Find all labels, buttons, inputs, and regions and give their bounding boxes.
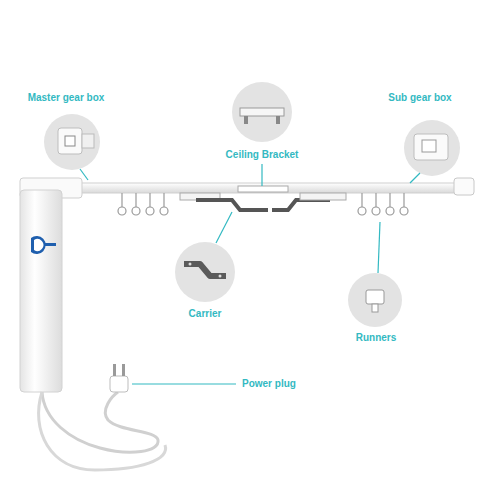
part-label: Sub gear box — [386, 92, 453, 104]
callout-circle — [404, 120, 460, 176]
leader-line — [132, 383, 236, 384]
leader-line — [80, 169, 88, 180]
plug-body — [110, 376, 128, 392]
callout-circle — [44, 114, 100, 170]
leader-line — [410, 173, 420, 183]
runner-icon — [366, 290, 384, 304]
illustration-part — [389, 193, 390, 207]
gear-box-icon — [58, 128, 82, 154]
cable-loop — [39, 392, 166, 470]
sub-gear-icon — [414, 134, 448, 160]
illustration-part — [160, 207, 168, 215]
illustration-part — [358, 207, 366, 215]
runner-hook — [372, 304, 378, 312]
power-cable — [39, 364, 166, 470]
illustration-part — [121, 193, 122, 207]
illustration-part — [372, 207, 380, 215]
illustration-part — [403, 193, 404, 207]
bracket-clip — [244, 116, 248, 124]
illustration-part — [386, 207, 394, 215]
left-hooks — [118, 193, 168, 215]
brand-logo — [31, 236, 46, 254]
illustration-part — [118, 207, 126, 215]
rail — [62, 183, 460, 193]
bracket-clip — [276, 116, 280, 124]
carrier-icon — [184, 264, 226, 276]
cable — [42, 392, 158, 452]
part-label: Ceiling Bracket — [224, 149, 301, 161]
callout-circles — [44, 82, 460, 327]
leader-lines — [80, 164, 420, 384]
illustration-part — [400, 207, 408, 215]
illustration-part — [375, 193, 376, 207]
part-label: Master gear box — [26, 92, 107, 104]
part-label: Carrier — [187, 308, 224, 320]
brand-logo-bar — [44, 243, 56, 246]
plug-prong — [122, 364, 125, 376]
illustration-part — [135, 193, 136, 207]
part-label: Runners — [354, 332, 399, 344]
carrier-plate — [300, 193, 346, 200]
carrier-arm — [272, 200, 330, 210]
leader-line — [261, 164, 262, 186]
leader-line — [216, 212, 232, 243]
part-label: Power plug — [240, 378, 298, 390]
callout-circle — [232, 82, 292, 142]
illustration-part — [163, 193, 164, 207]
brand-logo-inner — [34, 239, 43, 251]
callout-circle — [348, 273, 402, 327]
leader-line — [378, 222, 380, 273]
illustration-part — [146, 207, 154, 215]
carrier-hole — [189, 263, 192, 266]
carrier-hole — [219, 275, 222, 278]
sub-gear-detail — [422, 140, 436, 152]
illustration-part — [361, 193, 362, 207]
curtain-track — [62, 178, 474, 215]
bracket-icon — [240, 108, 284, 116]
rail-stub — [82, 134, 94, 148]
right-hooks — [358, 193, 408, 215]
carrier-arm — [196, 200, 268, 210]
motor-body — [20, 190, 62, 392]
plug-prong — [113, 364, 116, 376]
illustration-part — [132, 207, 140, 215]
socket-icon — [65, 136, 75, 146]
callout-circle — [175, 242, 235, 302]
illustration-part — [149, 193, 150, 207]
sub-gear-box — [454, 178, 474, 195]
ceiling-bracket — [238, 186, 288, 192]
motor — [20, 178, 82, 392]
